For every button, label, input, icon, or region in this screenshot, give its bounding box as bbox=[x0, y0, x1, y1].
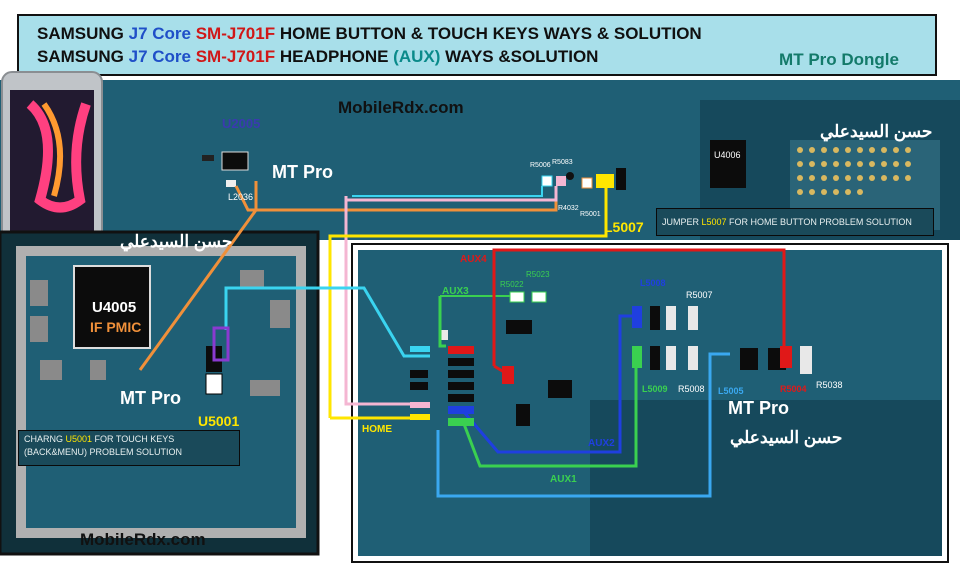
note-home-button: JUMPER L5007 FOR HOME BUTTON PROBLEM SOL… bbox=[656, 208, 934, 236]
title2-code: SM-J701F bbox=[195, 47, 276, 66]
trace-cyan bbox=[224, 286, 430, 358]
passive-parts bbox=[440, 306, 812, 374]
phone-wallpaper bbox=[26, 100, 91, 213]
label-if-pmic: IF PMIC bbox=[90, 319, 141, 335]
title1-model: J7 Core bbox=[128, 24, 196, 43]
label-r5007: R5007 bbox=[686, 290, 713, 300]
gold-dots bbox=[797, 147, 911, 195]
label-l5005: L5005 bbox=[718, 386, 744, 396]
l5007-cluster bbox=[541, 168, 626, 190]
label-r4032: R4032 bbox=[558, 205, 579, 212]
mtpro-label-top: MT Pro bbox=[272, 162, 333, 182]
trace-pink bbox=[344, 196, 410, 406]
title2-tail: WAYS &SOLUTION bbox=[440, 47, 599, 66]
label-r5083: R5083 bbox=[552, 159, 573, 166]
label-u4006: U4006 bbox=[714, 150, 741, 160]
label-aux3: AUX3 bbox=[442, 286, 469, 297]
mtpro-label-right: MT Pro bbox=[728, 398, 789, 418]
label-r5038: R5038 bbox=[816, 380, 843, 390]
label-aux4: AUX4 bbox=[460, 254, 487, 265]
label-r5022: R5022 bbox=[500, 280, 524, 289]
trace-aux4 bbox=[492, 248, 786, 366]
title2-model: J7 Core bbox=[128, 47, 196, 66]
title1-code: SM-J701F bbox=[195, 24, 276, 43]
brand-label: MT Pro Dongle bbox=[779, 50, 899, 69]
trace-yellow bbox=[328, 188, 608, 418]
mtpro-label-left: MT Pro bbox=[120, 388, 181, 408]
label-r5004: R5004 bbox=[780, 384, 807, 394]
title1-rest: HOME BUTTON & TOUCH KEYS WAYS & SOLUTION bbox=[275, 24, 702, 43]
label-r5006: R5006 bbox=[530, 162, 551, 169]
u2005-chip bbox=[221, 151, 249, 171]
label-u2005: U2005 bbox=[222, 116, 260, 131]
arabic-name-left: حسن السيدعلي bbox=[120, 232, 233, 251]
title1-prefix: SAMSUNG bbox=[37, 24, 129, 43]
arabic-name-right: حسن السيدعلي bbox=[730, 428, 843, 447]
l2036-part bbox=[226, 180, 236, 187]
label-r5001: R5001 bbox=[580, 211, 601, 218]
u4005-chip bbox=[73, 265, 151, 349]
note-touch-keys: CHARNG U5001 FOR TOUCH KEYS (BACK&MENU) … bbox=[18, 430, 240, 466]
title-line-1: SAMSUNG J7 Core SM-J701F HOME BUTTON & T… bbox=[37, 24, 702, 44]
label-home: HOME bbox=[362, 424, 392, 435]
watermark-bottom: MobileRdx.com bbox=[80, 530, 206, 549]
label-l2036: L2036 bbox=[228, 192, 253, 202]
label-u5001: U5001 bbox=[198, 413, 239, 429]
label-aux2: AUX2 bbox=[588, 438, 615, 449]
label-l5008: L5008 bbox=[640, 278, 666, 288]
title2-rest: HEADPHONE bbox=[275, 47, 394, 66]
label-r5023: R5023 bbox=[526, 270, 550, 279]
title-line-2: SAMSUNG J7 Core SM-J701F HEADPHONE (AUX)… bbox=[37, 47, 598, 67]
arabic-name-top: حسن السيدعلي bbox=[820, 122, 933, 141]
trace-aux2 bbox=[462, 314, 636, 454]
title-banner: SAMSUNG J7 Core SM-J701F HOME BUTTON & T… bbox=[17, 14, 937, 76]
watermark-top: MobileRdx.com bbox=[338, 98, 464, 117]
label-u4005: U4005 bbox=[92, 299, 136, 316]
trace-aux-lightblue bbox=[436, 352, 730, 498]
label-aux1: AUX1 bbox=[550, 474, 577, 485]
u4006-chip bbox=[710, 140, 746, 188]
trace-aux1 bbox=[462, 350, 638, 468]
label-r5008: R5008 bbox=[678, 384, 705, 394]
title2-aux: (AUX) bbox=[393, 47, 441, 66]
label-l5007: L5007 bbox=[604, 219, 644, 235]
cap-a bbox=[202, 155, 214, 161]
label-l5009: L5009 bbox=[642, 384, 668, 394]
title2-prefix: SAMSUNG bbox=[37, 47, 129, 66]
